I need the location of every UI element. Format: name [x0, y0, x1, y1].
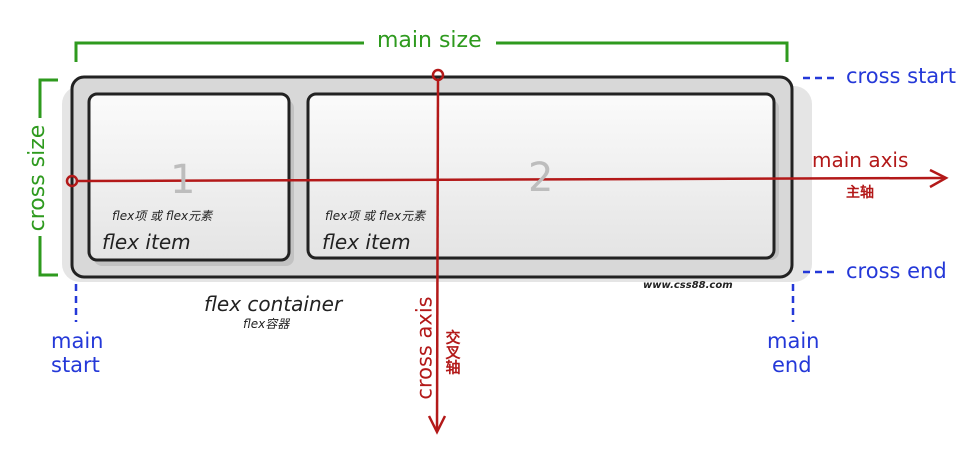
cross-size-bracket: [38, 78, 58, 277]
main-start-label-line2: start: [51, 353, 100, 377]
item-2-caption-cn: flex项 或 flex元素: [325, 209, 426, 223]
cross-axis-cn-label: 交叉轴: [443, 329, 462, 375]
main-end-label-line1: main: [767, 329, 820, 353]
main-size-bracket: [74, 41, 789, 62]
main-size-label: main size: [377, 28, 482, 53]
main-axis-arrow: [65, 168, 949, 189]
cross-axis-arrow: [427, 68, 447, 435]
cross-start-label: cross start: [846, 64, 957, 88]
item-1-number: 1: [170, 157, 196, 203]
item-2-number: 2: [528, 155, 554, 201]
flex-container-cn-label: flex容器: [243, 317, 290, 331]
item-2-caption: flex item: [322, 230, 411, 254]
flex-container-label: flex container: [204, 292, 343, 316]
item-1-caption-cn: flex项 或 flex元素: [112, 209, 213, 223]
cross-size-label: cross size: [25, 124, 50, 232]
flex-item-1-box: [87, 92, 291, 262]
flex-item-2-box: [306, 92, 776, 260]
cross-axis-label: cross axis: [412, 296, 437, 400]
main-axis-label: main axis: [812, 148, 909, 172]
main-start-label-line1: main: [51, 329, 104, 353]
item-1-caption: flex item: [102, 230, 191, 254]
cross-end-label: cross end: [846, 259, 947, 283]
watermark-text: www.css88.com: [643, 280, 733, 291]
main-end-label-line2: end: [772, 353, 812, 377]
main-axis-cn-label: 主轴: [846, 185, 874, 201]
